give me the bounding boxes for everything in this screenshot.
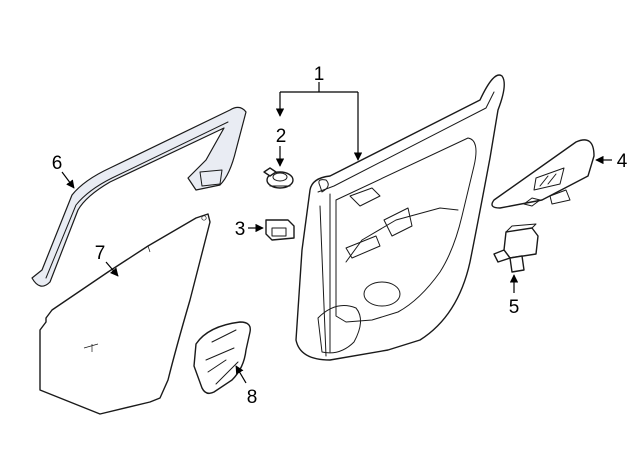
clip-part [263, 167, 294, 189]
leader-8-arrow [235, 365, 247, 384]
callout-1: 1 [314, 64, 325, 85]
callout-7: 7 [95, 243, 106, 264]
sealing-screen-part [39, 213, 211, 415]
leader-6-arrow [61, 171, 75, 189]
window-switch-part [493, 223, 539, 273]
door-trim-panel-part [295, 74, 505, 361]
callout-3: 3 [235, 219, 246, 240]
retainer-part [265, 219, 295, 241]
window-garnish-part [31, 106, 247, 287]
leader-lines [61, 82, 612, 384]
cover-part [193, 321, 251, 395]
callout-labels: 1 2 3 4 5 6 7 8 [52, 64, 628, 408]
callout-4: 4 [617, 151, 628, 172]
callout-5: 5 [509, 297, 520, 318]
switch-finisher-part [491, 139, 595, 209]
callout-2: 2 [276, 126, 287, 147]
leader-7-arrow [105, 261, 119, 277]
callout-6: 6 [52, 153, 63, 174]
callout-8: 8 [247, 387, 258, 408]
